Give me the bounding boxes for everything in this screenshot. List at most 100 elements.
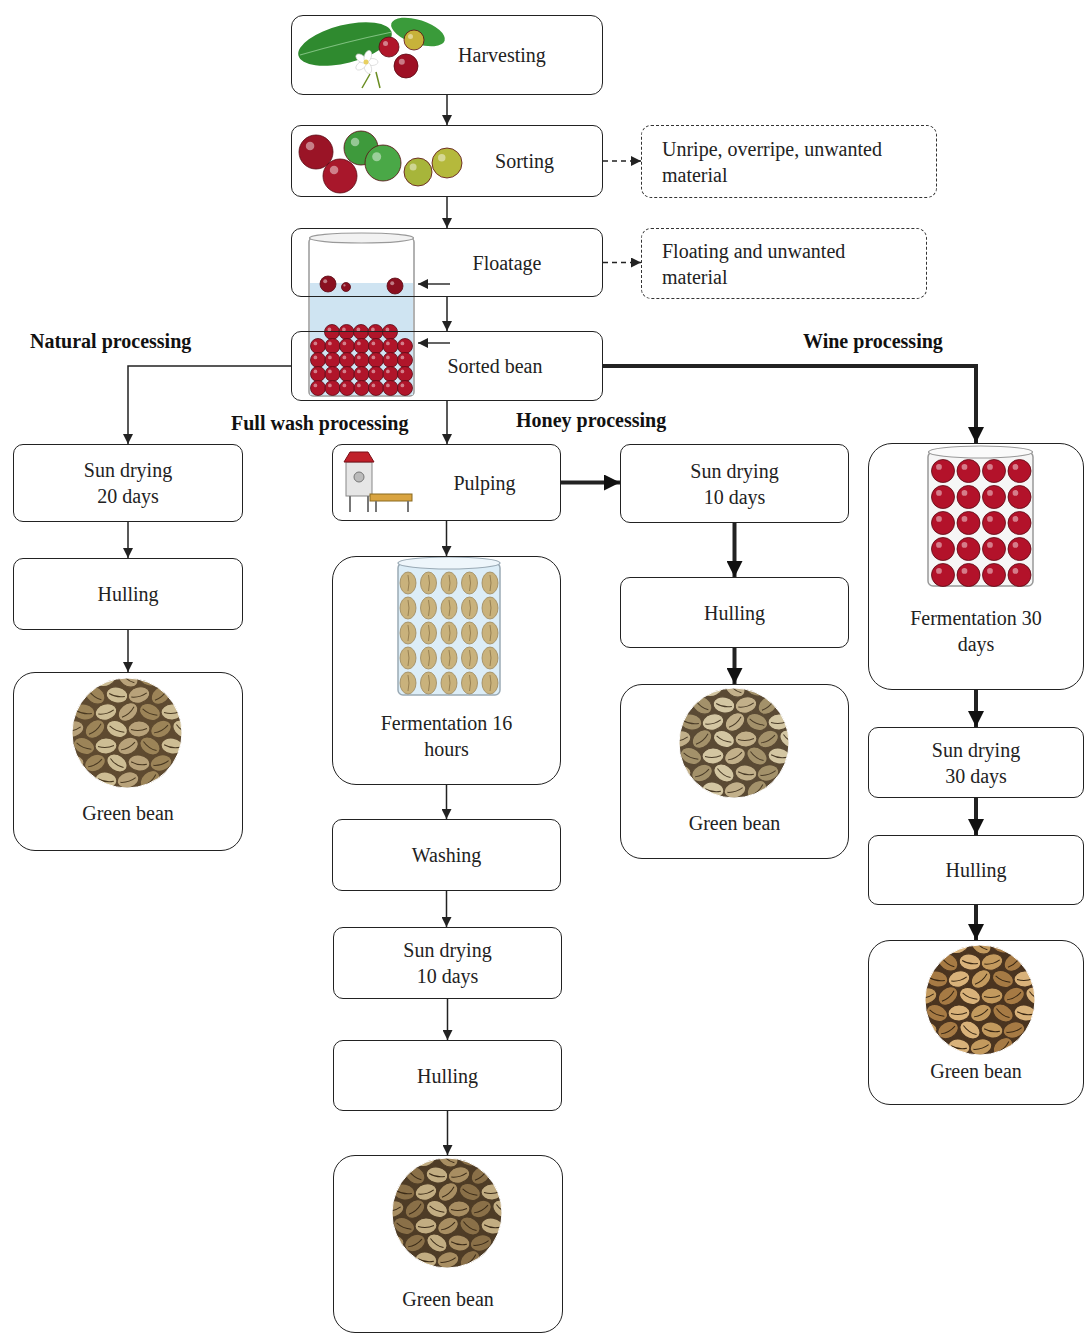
bean-crease	[164, 745, 180, 749]
coffee-cherry	[404, 158, 432, 186]
green-bean	[458, 1148, 483, 1168]
green-bean	[901, 966, 928, 992]
bean-crease	[418, 1190, 434, 1196]
process-box: Hulling	[333, 1040, 562, 1111]
bean-crease	[929, 1010, 944, 1018]
green-bean	[680, 680, 702, 696]
green-bean	[1022, 1051, 1049, 1076]
bean-crease	[154, 725, 169, 734]
bean-crease	[771, 787, 786, 794]
pulper-hopper	[344, 452, 374, 462]
bean-crease	[694, 805, 710, 811]
bean-crease	[76, 743, 91, 751]
cherry-highlight	[328, 356, 332, 360]
green-bean	[49, 768, 76, 793]
cherry-highlight	[328, 370, 332, 374]
pulper-body	[346, 462, 372, 496]
bean-crease	[409, 1204, 422, 1216]
green-bean	[744, 710, 771, 733]
bean-crease	[490, 600, 491, 616]
node-text: Sorted bean	[448, 353, 543, 379]
green-bean	[368, 1213, 395, 1240]
coffee-cherry	[354, 381, 369, 396]
coffee-cherry	[340, 367, 355, 382]
bean-crease	[98, 710, 114, 716]
coffee-cherry	[932, 460, 955, 483]
bean-crease	[65, 727, 81, 733]
parchment-bean	[421, 622, 437, 644]
coffee-cherry	[932, 538, 955, 561]
coffee-cherry	[311, 339, 326, 354]
green-bean	[127, 753, 151, 772]
cherry-highlight	[987, 516, 993, 522]
green-bean	[402, 1266, 428, 1288]
bean-crease	[385, 1243, 401, 1245]
green-bean	[370, 1145, 394, 1172]
cherry-highlight	[1013, 568, 1019, 574]
green-bean	[901, 966, 928, 992]
bean-crease	[429, 675, 430, 691]
green-bean-photo	[901, 932, 1049, 1078]
green-bean	[766, 779, 792, 802]
coffee-cherry	[398, 367, 413, 382]
green-bean	[766, 677, 791, 698]
coffee-cherry	[983, 486, 1006, 509]
coffee-cherry	[311, 381, 326, 396]
product-box: Green bean	[620, 684, 849, 859]
coffee-cherry	[932, 512, 955, 535]
green-bean	[489, 1264, 516, 1289]
cherry-highlight	[351, 138, 360, 147]
process-box: Pulping	[332, 444, 561, 521]
coffee-cherry	[369, 353, 384, 368]
green-bean	[368, 1179, 395, 1205]
inflow-arrow	[418, 342, 450, 343]
node-text: Harvesting	[458, 42, 546, 68]
green-bean	[702, 747, 725, 764]
branch-label: Natural processing	[28, 329, 193, 353]
parchment-bean	[462, 647, 478, 669]
green-bean	[766, 779, 792, 802]
coffee-cherry	[932, 564, 955, 587]
bean-crease	[919, 958, 934, 967]
bean-crease	[1029, 1060, 1043, 1070]
process-box: Sun drying 10 days	[333, 927, 562, 999]
cherry-highlight	[357, 370, 361, 374]
flower-center	[364, 60, 369, 65]
node-text: Floatage	[473, 250, 542, 276]
green-bean	[734, 763, 758, 782]
cherry-highlight	[372, 384, 376, 388]
cherry-highlight	[372, 370, 376, 374]
coffee-cherry	[311, 381, 326, 396]
bean-crease	[738, 804, 753, 811]
cherry-highlight	[357, 384, 361, 388]
bean-crease	[760, 806, 776, 809]
green-bean	[655, 743, 682, 770]
bean-crease	[490, 575, 491, 591]
bean-crease	[449, 650, 450, 666]
coffee-cherry	[387, 278, 403, 294]
cherry-highlight	[386, 370, 390, 374]
bean-crease	[440, 1258, 456, 1264]
coffee-cherry	[957, 564, 980, 587]
coffee-cherry	[383, 325, 398, 340]
bean-crease	[55, 776, 70, 785]
bean-crease	[396, 1223, 411, 1231]
cherry-highlight	[408, 34, 413, 39]
bean-crease	[484, 1257, 499, 1264]
bean-crease	[470, 600, 471, 616]
bean-crease	[727, 788, 743, 794]
process-box: Harvesting	[291, 15, 603, 95]
coffee-cherry	[342, 283, 351, 292]
parchment-bean	[400, 647, 416, 669]
green-bean	[425, 1165, 450, 1185]
bean-crease	[109, 726, 124, 734]
green-bean	[735, 730, 758, 747]
bean-crease	[76, 678, 92, 680]
parchment-bean	[421, 572, 437, 594]
tank-rim	[398, 557, 500, 569]
green-bean	[776, 794, 803, 819]
flow-arrow	[974, 905, 978, 940]
green-bean	[70, 767, 97, 793]
green-bean	[1012, 1036, 1038, 1059]
